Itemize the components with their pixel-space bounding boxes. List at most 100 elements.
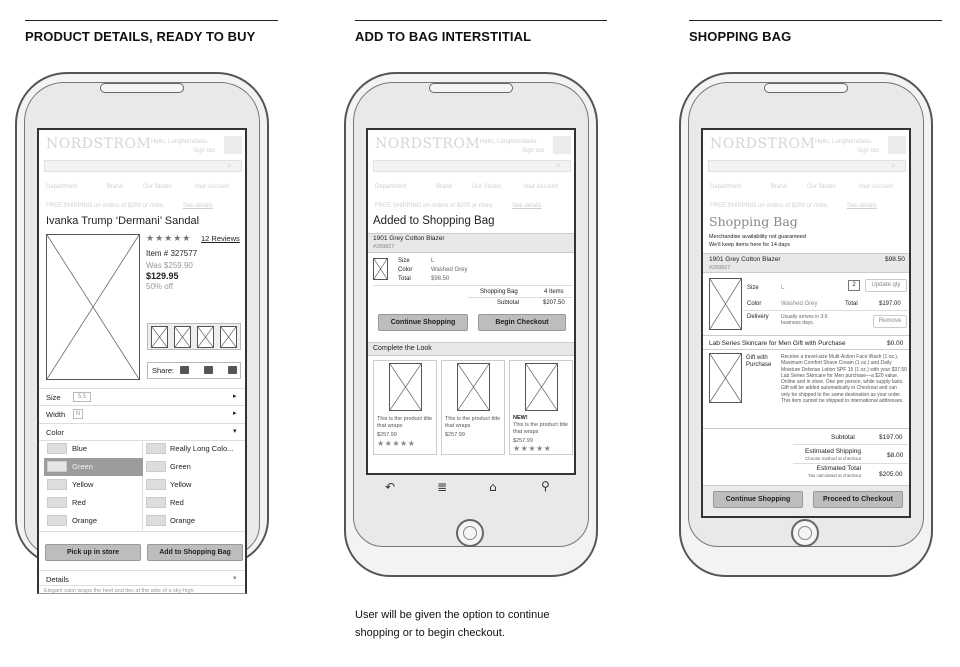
column-title-shopping-bag: SHOPPING BAG bbox=[689, 29, 792, 44]
color-collapse-arrow-icon[interactable]: ▾ bbox=[233, 428, 237, 435]
nav-our-stores[interactable]: Our Stores bbox=[807, 184, 837, 190]
color-option-long[interactable]: Really Long Colo... bbox=[170, 444, 234, 453]
email-share-icon[interactable] bbox=[180, 366, 189, 374]
banner-details-link[interactable]: See details bbox=[512, 203, 542, 209]
nav-brand[interactable]: Brand bbox=[771, 184, 788, 190]
color-value: Washed Grey bbox=[781, 301, 818, 307]
sign-out-link[interactable]: Sign out bbox=[857, 148, 880, 154]
nordstrom-logo: NORDSTROM bbox=[46, 136, 152, 152]
begin-checkout-button[interactable]: Begin Checkout bbox=[478, 314, 566, 331]
tax-note: Tax calculated at checkout bbox=[808, 473, 861, 478]
nav-our-stores[interactable]: Our Stores bbox=[143, 184, 173, 190]
quantity-input[interactable]: 2 bbox=[848, 280, 860, 291]
size-value: L bbox=[781, 285, 785, 291]
nav-your-account[interactable]: Your Account bbox=[194, 184, 230, 190]
nav-department[interactable]: Department bbox=[710, 184, 742, 190]
nav-department[interactable]: Department bbox=[375, 184, 407, 190]
search-input[interactable] bbox=[44, 160, 242, 172]
color-option-green-selected[interactable]: Green bbox=[72, 462, 93, 471]
color-option-orange[interactable]: Orange bbox=[72, 516, 98, 525]
search-icon[interactable]: ⌕ bbox=[227, 160, 233, 170]
home-button[interactable] bbox=[791, 519, 819, 547]
continue-shopping-button[interactable]: Continue Shopping bbox=[378, 314, 468, 331]
product-tile[interactable] bbox=[373, 360, 437, 455]
width-label: Width bbox=[46, 410, 66, 419]
tile-image-placeholder bbox=[389, 363, 422, 411]
reviews-link[interactable]: 12 Reviews bbox=[201, 234, 240, 243]
color-swatch bbox=[47, 497, 67, 508]
product-tile[interactable] bbox=[509, 360, 573, 455]
gift-with-purchase-label: Gift with Purchase bbox=[746, 355, 772, 368]
sign-out-link[interactable]: Sign out bbox=[522, 148, 545, 154]
shipping-banner: FREE SHIPPING on orders of $200 or more. bbox=[710, 203, 830, 209]
update-qty-button[interactable]: Update qty bbox=[865, 279, 907, 292]
sign-out-link[interactable]: Sign out bbox=[193, 148, 216, 154]
color-option-yellow[interactable]: Yellow bbox=[170, 480, 192, 489]
continue-shopping-button[interactable]: Continue Shopping bbox=[713, 491, 803, 508]
search-input[interactable] bbox=[373, 160, 571, 172]
remove-button[interactable]: Remove bbox=[873, 315, 907, 328]
color-option-blue[interactable]: Blue bbox=[72, 444, 88, 453]
color-option-red[interactable]: Red bbox=[72, 498, 86, 507]
width-selector[interactable]: N bbox=[73, 409, 83, 419]
color-swatch bbox=[47, 461, 67, 472]
color-swatch bbox=[146, 497, 166, 508]
delivery-label: Delivery bbox=[747, 314, 769, 320]
attr-size-label: Size bbox=[398, 258, 410, 264]
color-column-left bbox=[44, 440, 143, 531]
color-swatch bbox=[146, 479, 166, 490]
color-option-yellow[interactable]: Yellow bbox=[72, 480, 94, 489]
details-expand-arrow-icon[interactable]: ▾ bbox=[233, 575, 237, 582]
nav-our-stores[interactable]: Our Stores bbox=[472, 184, 502, 190]
facebook-share-icon[interactable] bbox=[204, 366, 213, 374]
banner-details-link[interactable]: See details bbox=[847, 203, 877, 209]
greeting-text: Hello, Longhorndavis bbox=[480, 139, 537, 145]
menu-icon[interactable]: ≣ bbox=[437, 480, 448, 494]
phone-speaker bbox=[429, 83, 513, 93]
details-label[interactable]: Details bbox=[46, 575, 69, 584]
nav-department[interactable]: Department bbox=[46, 184, 78, 190]
nav-your-account[interactable]: Your Account bbox=[858, 184, 894, 190]
color-option-orange[interactable]: Orange bbox=[170, 516, 196, 525]
divider bbox=[39, 388, 245, 389]
search-icon[interactable]: ⚲ bbox=[541, 479, 550, 493]
shipping-banner: FREE SHIPPING on orders of $200 or more. bbox=[46, 203, 166, 209]
color-option-red[interactable]: Red bbox=[170, 498, 184, 507]
color-option-green[interactable]: Green bbox=[170, 462, 191, 471]
color-option-selected[interactable] bbox=[44, 458, 143, 476]
nav-your-account[interactable]: Your Account bbox=[523, 184, 559, 190]
back-icon[interactable]: ↶ bbox=[385, 480, 396, 494]
proceed-to-checkout-button[interactable]: Proceed to Checkout bbox=[813, 491, 903, 508]
size-expand-arrow-icon[interactable]: ▸ bbox=[233, 393, 237, 400]
pick-up-in-store-button[interactable]: Pick up in store bbox=[45, 544, 141, 561]
home-icon[interactable]: ⌂ bbox=[489, 480, 497, 494]
search-input[interactable] bbox=[708, 160, 906, 172]
keep-items-note: We'll keep items here for 14 days bbox=[709, 242, 791, 248]
bag-icon[interactable] bbox=[553, 136, 571, 154]
thumbnail-4[interactable] bbox=[220, 326, 237, 348]
divider bbox=[468, 297, 573, 298]
thumbnail-3[interactable] bbox=[197, 326, 214, 348]
thumbnail-2[interactable] bbox=[174, 326, 191, 348]
tile-new-badge: NEW! bbox=[513, 415, 528, 421]
size-selector[interactable]: 5.5 bbox=[73, 392, 91, 402]
nav-brand[interactable]: Brand bbox=[107, 184, 124, 190]
banner-details-link[interactable]: See details bbox=[183, 203, 213, 209]
bag-icon[interactable] bbox=[224, 136, 242, 154]
divider bbox=[793, 463, 908, 464]
search-icon[interactable]: ⌕ bbox=[556, 160, 562, 170]
search-icon[interactable]: ⌕ bbox=[891, 160, 897, 170]
twitter-share-icon[interactable] bbox=[228, 366, 237, 374]
bag-icon[interactable] bbox=[888, 136, 906, 154]
product-sku: #289827 bbox=[373, 244, 395, 250]
item2-image-placeholder bbox=[709, 353, 742, 403]
product-tile[interactable] bbox=[441, 360, 505, 455]
add-to-shopping-bag-button[interactable]: Add to Shopping Bag bbox=[147, 544, 243, 561]
product-name: 1901 Grey Cotton Blazer bbox=[373, 235, 445, 242]
item-header-bar bbox=[703, 253, 909, 273]
thumbnail-1[interactable] bbox=[151, 326, 168, 348]
nav-brand[interactable]: Brand bbox=[436, 184, 453, 190]
width-expand-arrow-icon[interactable]: ▸ bbox=[233, 410, 237, 417]
tile-title: This is the product title that wraps bbox=[377, 416, 433, 429]
home-button[interactable] bbox=[456, 519, 484, 547]
